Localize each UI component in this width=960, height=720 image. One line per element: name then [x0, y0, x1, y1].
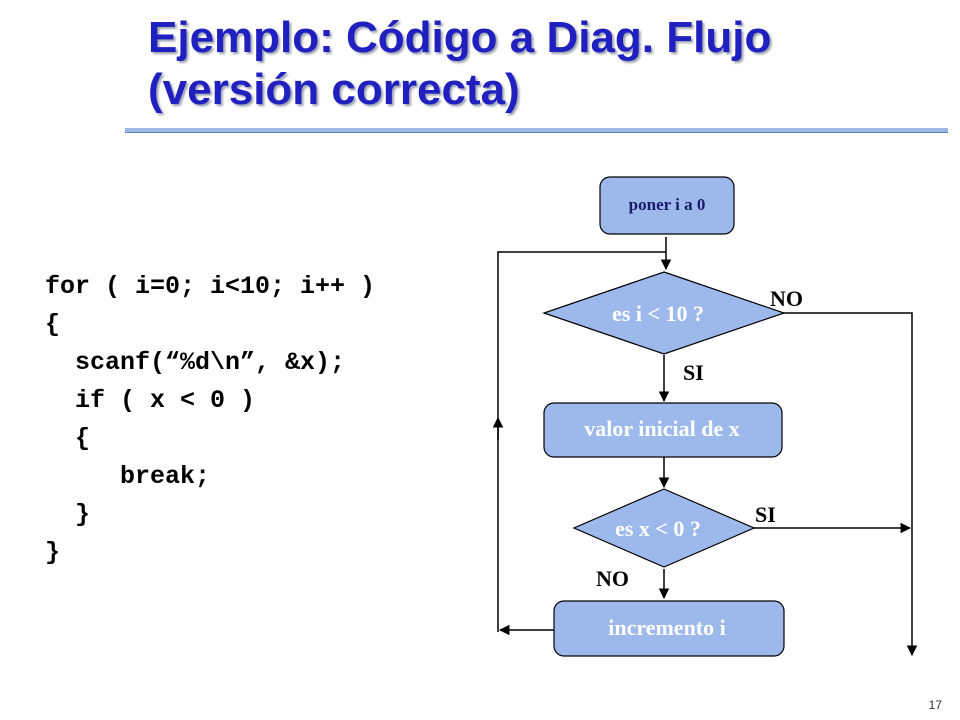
node-increment-text: incremento i	[608, 615, 726, 640]
node-cond-x-diamond	[572, 488, 756, 568]
node-input-x-box	[543, 402, 783, 458]
node-init-box	[599, 176, 735, 235]
arrow-cond-i-no-exit	[780, 312, 918, 657]
node-input-x-text: valor inicial de x	[584, 416, 739, 441]
code-line-1: for ( i=0; i<10; i++ )	[45, 272, 376, 301]
code-line-4: if ( x < 0 )	[45, 386, 256, 415]
slide-number: 17	[928, 698, 942, 712]
code-block: for ( i=0; i<10; i++ ) { scanf(“%d\n”, &x…	[45, 268, 375, 572]
label-cond-i-no: NO	[770, 286, 803, 311]
code-line-2: {	[45, 310, 61, 339]
arrow-loop-back	[497, 251, 666, 632]
flowchart-connectors	[492, 237, 918, 657]
code-line-5: {	[45, 424, 91, 453]
title-underline	[125, 128, 948, 133]
code-line-7: }	[45, 500, 91, 529]
label-cond-x-si: SI	[755, 502, 776, 527]
node-increment-box	[553, 600, 785, 657]
slide-title-line-2: (versión correcta)	[148, 65, 520, 114]
label-cond-x-no: NO	[596, 566, 629, 591]
slide-title: Ejemplo: Código a Diag. Flujo (versión c…	[148, 12, 938, 116]
code-line-8: }	[45, 538, 61, 567]
node-cond-i-diamond	[542, 271, 786, 355]
node-cond-i-text: es i < 10 ?	[612, 301, 704, 326]
code-line-6: break;	[45, 462, 211, 491]
node-init-text: poner i a 0	[629, 195, 706, 214]
node-cond-x-text: es x < 0 ?	[615, 516, 701, 541]
slide-title-line-1: Ejemplo: Código a Diag. Flujo	[148, 13, 772, 62]
code-line-3: scanf(“%d\n”, &x);	[45, 348, 346, 377]
label-cond-i-si: SI	[683, 360, 704, 385]
